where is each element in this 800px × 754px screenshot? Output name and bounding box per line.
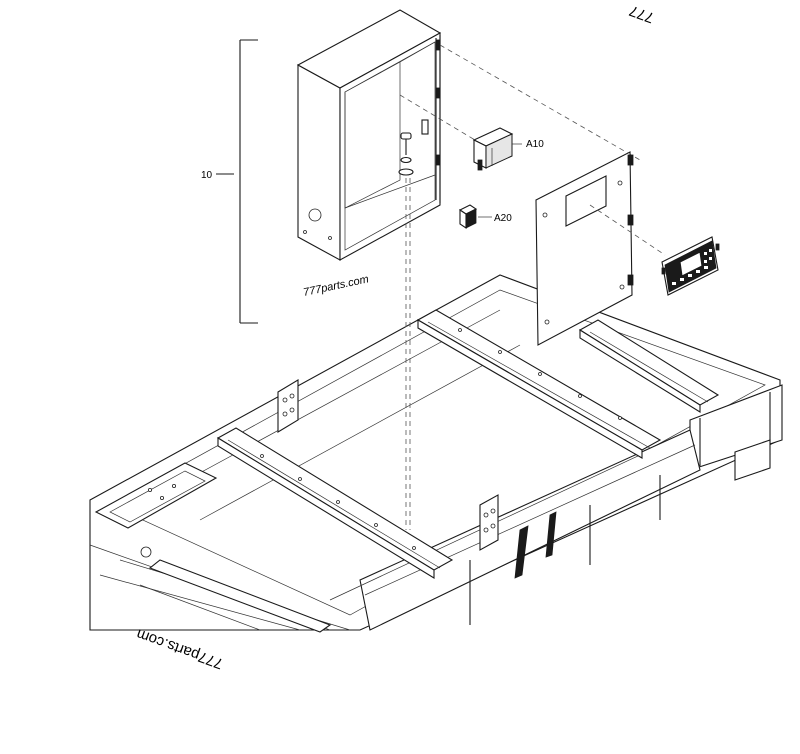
watermark-center: 777parts.com <box>302 273 370 299</box>
alignment-line-door <box>439 44 641 161</box>
module-a10 <box>472 127 522 171</box>
enclosure-door <box>535 151 666 346</box>
watermark-top-right: 777 <box>627 2 656 27</box>
module-a20 <box>458 204 492 230</box>
door-window <box>565 175 607 227</box>
cross-member-left <box>216 427 454 579</box>
callout-a10: A10 <box>526 139 544 150</box>
callout-assembly-10: 10 <box>201 170 213 181</box>
controller-module <box>661 236 720 296</box>
mounting-tab-left <box>277 379 299 433</box>
control-box-enclosure <box>296 9 442 261</box>
mounting-tab-front <box>479 494 499 551</box>
controller-screen <box>679 251 703 277</box>
base-frame <box>89 274 783 633</box>
watermark-bottom-left: 777parts.com <box>134 625 225 672</box>
callout-a20: A20 <box>494 213 512 224</box>
alignment-line-a10 <box>399 94 476 141</box>
assembly-bracket <box>216 39 258 324</box>
cross-member-middle <box>416 309 662 459</box>
cross-member-right <box>578 319 720 413</box>
